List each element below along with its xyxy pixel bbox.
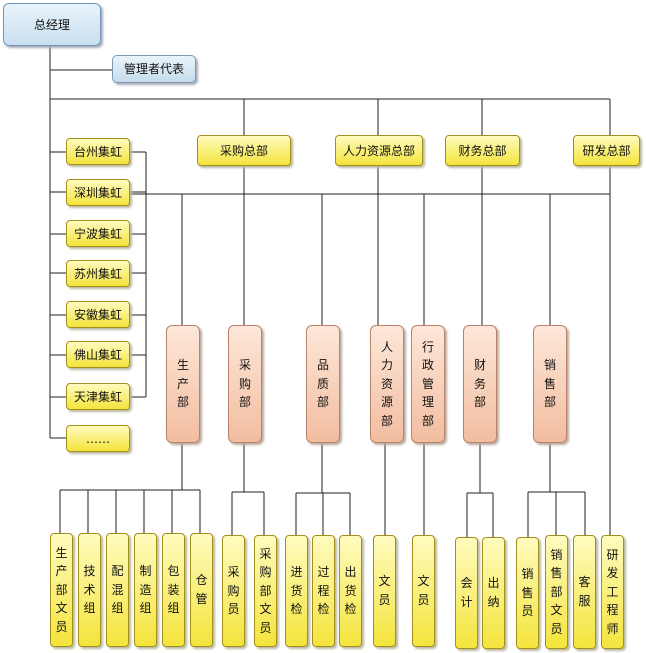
department-label: 生产部 (177, 358, 190, 410)
management-rep-label: 管理者代表 (123, 62, 184, 76)
plant-label: 台州集虹 (73, 144, 122, 159)
department-label: 行政管理部 (422, 339, 435, 428)
staff-label: 销售部文员 (550, 547, 563, 636)
plant-node: 佛山集虹 (66, 341, 130, 368)
staff-node: 会计 (455, 537, 478, 649)
staff-node: 过程检 (312, 535, 335, 647)
plant-node: 宁波集虹 (66, 220, 130, 247)
department-label: 销售部 (544, 358, 557, 410)
plant-label: 深圳集虹 (73, 185, 122, 200)
staff-node: 销售部文员 (545, 535, 568, 649)
department-node: 生产部 (166, 325, 200, 443)
staff-node: 客服 (573, 535, 596, 649)
staff-node: 制造组 (134, 533, 157, 647)
staff-node: 文员 (373, 535, 396, 647)
division-node: 研发总部 (573, 135, 640, 166)
plant-node: 天津集虹 (66, 383, 130, 410)
department-node: 财务部 (463, 325, 497, 443)
staff-label: 文员 (417, 574, 430, 607)
staff-label: 出货检 (344, 565, 357, 617)
plant-label: …… (86, 431, 110, 446)
plant-node: 台州集虹 (66, 138, 130, 165)
division-node: 采购总部 (197, 135, 291, 166)
staff-node: 技术组 (78, 533, 101, 647)
staff-label: 采购部文员 (259, 546, 272, 635)
department-node: 人力资源部 (370, 325, 404, 443)
staff-node: 生产部文员 (50, 533, 73, 647)
plant-node: 安徽集虹 (66, 301, 130, 328)
division-label: 财务总部 (458, 143, 507, 158)
division-label: 采购总部 (219, 143, 268, 158)
staff-label: 仓管 (195, 573, 208, 606)
staff-label: 会计 (460, 576, 473, 609)
staff-node: 采购部文员 (254, 535, 277, 647)
staff-node: 出货检 (339, 535, 362, 647)
ceo-label: 总经理 (33, 17, 70, 32)
staff-label: 出纳 (487, 576, 500, 609)
department-node: 行政管理部 (411, 325, 445, 443)
division-node: 财务总部 (445, 135, 520, 166)
department-node: 销售部 (533, 325, 567, 443)
staff-label: 文员 (378, 574, 391, 607)
plant-node: 苏州集虹 (66, 260, 130, 287)
staff-node: 仓管 (190, 533, 213, 647)
staff-label: 销售员 (521, 567, 534, 619)
department-label: 采购部 (239, 358, 252, 410)
staff-node: 包装组 (162, 533, 185, 647)
division-node: 人力资源总部 (335, 135, 423, 166)
management-rep-node: 管理者代表 (112, 55, 196, 83)
plant-label: 安徽集虹 (73, 307, 122, 322)
staff-node: 研发工程师 (601, 535, 624, 649)
staff-node: 文员 (412, 535, 435, 647)
staff-label: 研发工程师 (606, 547, 619, 636)
division-label: 研发总部 (582, 143, 631, 158)
department-node: 采购部 (228, 325, 262, 443)
staff-label: 进货检 (290, 565, 303, 617)
department-label: 品质部 (317, 358, 330, 410)
plant-label: 苏州集虹 (73, 266, 122, 281)
staff-label: 客服 (578, 575, 591, 608)
ceo-node: 总经理 (3, 3, 101, 46)
plant-node: 深圳集虹 (66, 179, 130, 206)
staff-node: 销售员 (516, 537, 539, 649)
staff-label: 过程检 (317, 565, 330, 617)
staff-label: 包装组 (167, 564, 180, 616)
plant-label: 佛山集虹 (73, 347, 122, 362)
department-node: 品质部 (306, 325, 340, 443)
department-label: 财务部 (474, 358, 487, 410)
staff-label: 生产部文员 (55, 545, 68, 634)
staff-node: 进货检 (285, 535, 308, 647)
staff-node: 配混组 (106, 533, 129, 647)
plant-label: 天津集虹 (73, 389, 122, 404)
plant-node-more: …… (66, 425, 130, 452)
plant-label: 宁波集虹 (73, 226, 122, 241)
staff-label: 制造组 (139, 564, 152, 616)
department-label: 人力资源部 (381, 339, 394, 428)
staff-label: 配混组 (111, 564, 124, 616)
division-label: 人力资源总部 (342, 143, 415, 158)
staff-node: 出纳 (482, 537, 505, 649)
staff-label: 采购员 (227, 565, 240, 617)
staff-label: 技术组 (83, 564, 96, 616)
staff-node: 采购员 (222, 535, 245, 647)
